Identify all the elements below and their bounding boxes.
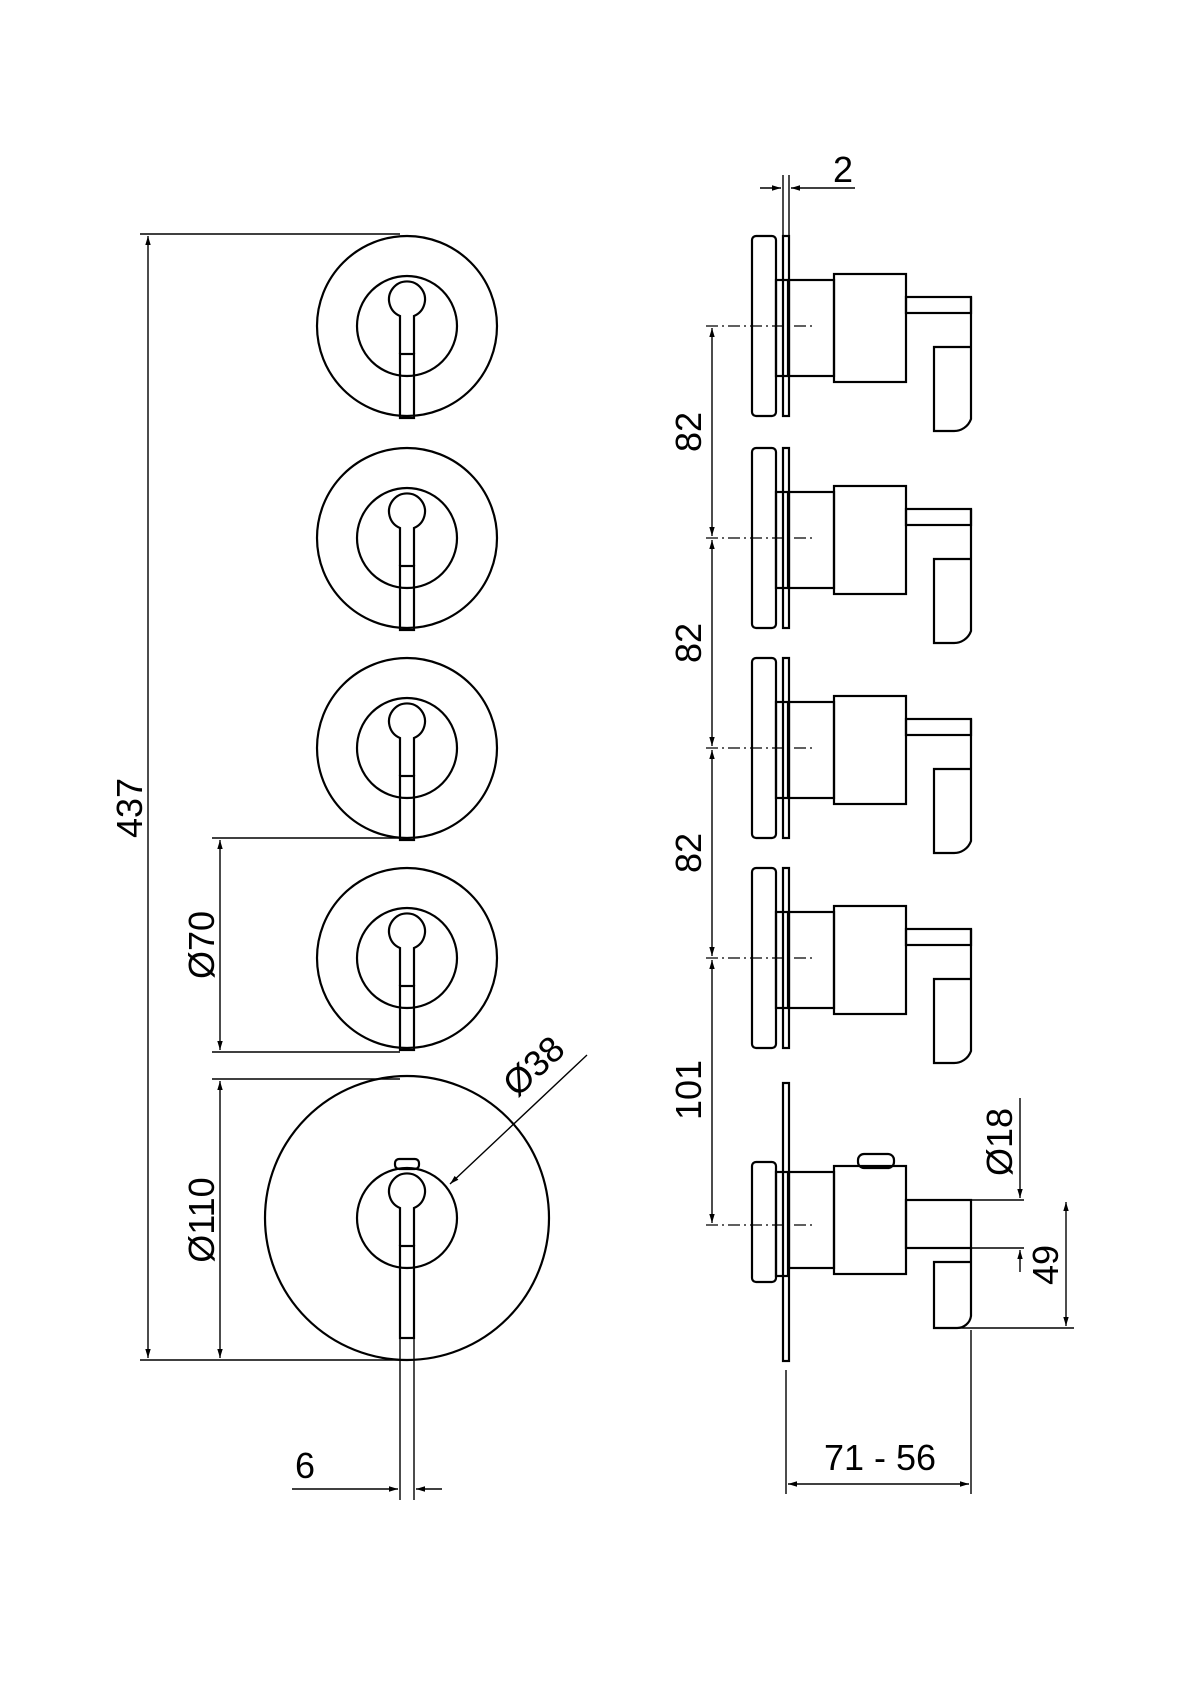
dim-spacing-2: 82 xyxy=(668,623,709,663)
dim-handle-hub-dia: Ø38 xyxy=(495,1028,573,1104)
valve-side-4 xyxy=(706,866,973,1065)
dim-trim-large-dia: Ø110 xyxy=(181,1177,222,1262)
valve-side-2 xyxy=(706,446,973,645)
trim-small-4 xyxy=(315,866,499,1052)
trim-large xyxy=(263,1074,551,1362)
valve-side-1 xyxy=(706,234,973,433)
dim-handle-height: 49 xyxy=(1025,1245,1066,1285)
dim-lever-width: 6 xyxy=(295,1445,315,1486)
dim-projection: 71 - 56 xyxy=(824,1437,936,1478)
side-view: 2 82 82 82 101 Ø18 49 71 - 56 xyxy=(668,149,1074,1494)
dim-knob-dia: Ø18 xyxy=(979,1108,1020,1176)
dim-spacing-3: 82 xyxy=(668,833,709,873)
dim-spacing-1: 82 xyxy=(668,412,709,452)
dim-total-height: 437 xyxy=(109,778,150,838)
valve-side-3 xyxy=(706,656,973,855)
trim-small-1 xyxy=(315,234,499,420)
dim-trim-small-dia: Ø70 xyxy=(181,911,222,979)
dim-spacing-4: 101 xyxy=(668,1060,709,1120)
trim-small-3 xyxy=(315,656,499,842)
front-view: 437 Ø70 Ø110 Ø38 6 xyxy=(109,233,588,1500)
dim-plate-thickness: 2 xyxy=(833,149,853,190)
trim-small-2 xyxy=(315,446,499,632)
valve-side-5 xyxy=(706,1081,973,1363)
